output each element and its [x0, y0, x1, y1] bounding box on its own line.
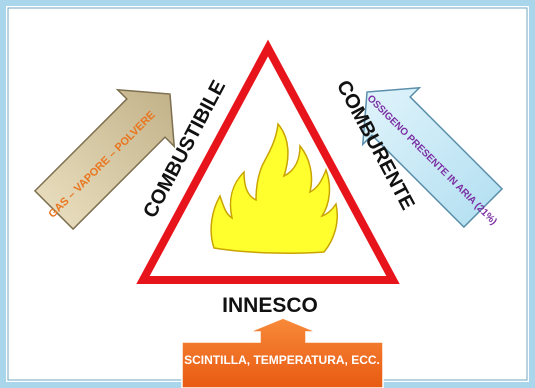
ignition-label: SCINTILLA, TEMPERATURA, ECC.	[184, 353, 380, 367]
ignition-arrow: SCINTILLA, TEMPERATURA, ECC.	[181, 317, 384, 388]
base-label-ignition: INNESCO	[222, 294, 318, 317]
flame-icon	[210, 122, 338, 254]
